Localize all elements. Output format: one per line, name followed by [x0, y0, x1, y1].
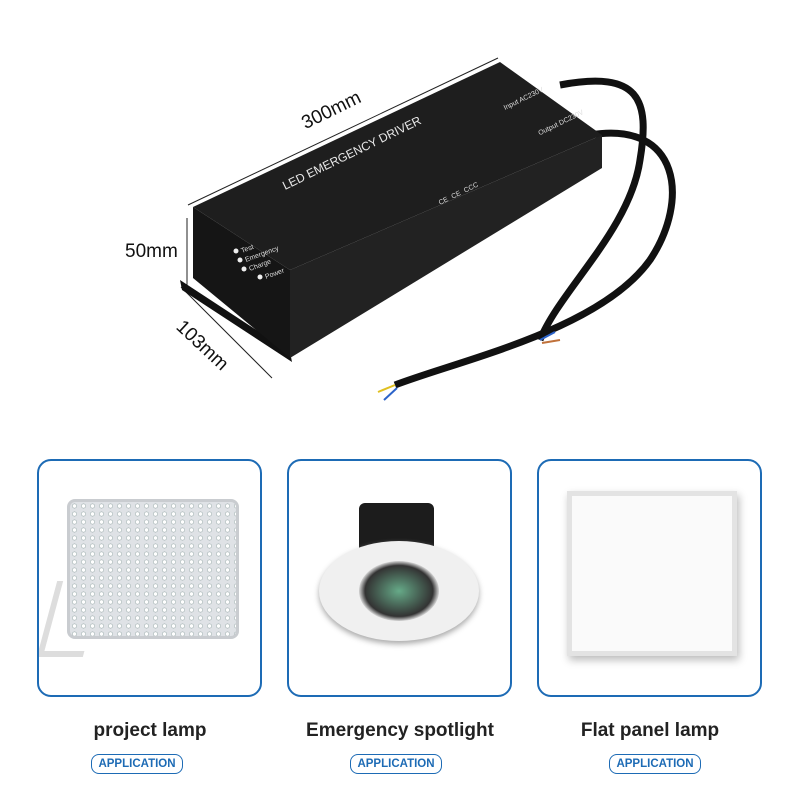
- mounting-foot: [180, 280, 292, 362]
- box-end-face: [193, 207, 290, 358]
- application-button-project-lamp[interactable]: APPLICATION: [91, 754, 183, 774]
- output-cable: [536, 77, 647, 342]
- floodlight-image: [67, 499, 239, 639]
- height-label: 50mm: [125, 241, 178, 262]
- flat-panel-image: [567, 491, 737, 656]
- svg-text:CE: CE: [438, 196, 450, 207]
- app-title-project-lamp: project lamp: [93, 720, 207, 741]
- wire-ends: [377, 331, 561, 401]
- input-cable: [393, 129, 676, 389]
- svg-text:CE: CE: [450, 190, 462, 201]
- indicator-test: Test: [240, 244, 255, 255]
- width-dimension-line: [180, 286, 273, 379]
- box-top-face: [193, 62, 602, 270]
- box-side-face: [290, 135, 602, 358]
- application-button-flat-panel-lamp[interactable]: APPLICATION: [609, 754, 701, 774]
- product-image: LED EMERGENCY DRIVER Input AC230V Output…: [180, 57, 676, 401]
- length-dimension-line: [187, 57, 499, 206]
- app-title-flat-panel-lamp: Flat panel lamp: [580, 720, 720, 741]
- spotlight-lens: [359, 561, 439, 621]
- card-emergency-spotlight: [287, 459, 512, 697]
- application-button-emergency-spotlight[interactable]: APPLICATION: [350, 754, 442, 774]
- app-title-emergency-spotlight: Emergency spotlight: [306, 720, 494, 741]
- card-project-lamp: [37, 459, 262, 697]
- card-flat-panel-lamp: [537, 459, 762, 697]
